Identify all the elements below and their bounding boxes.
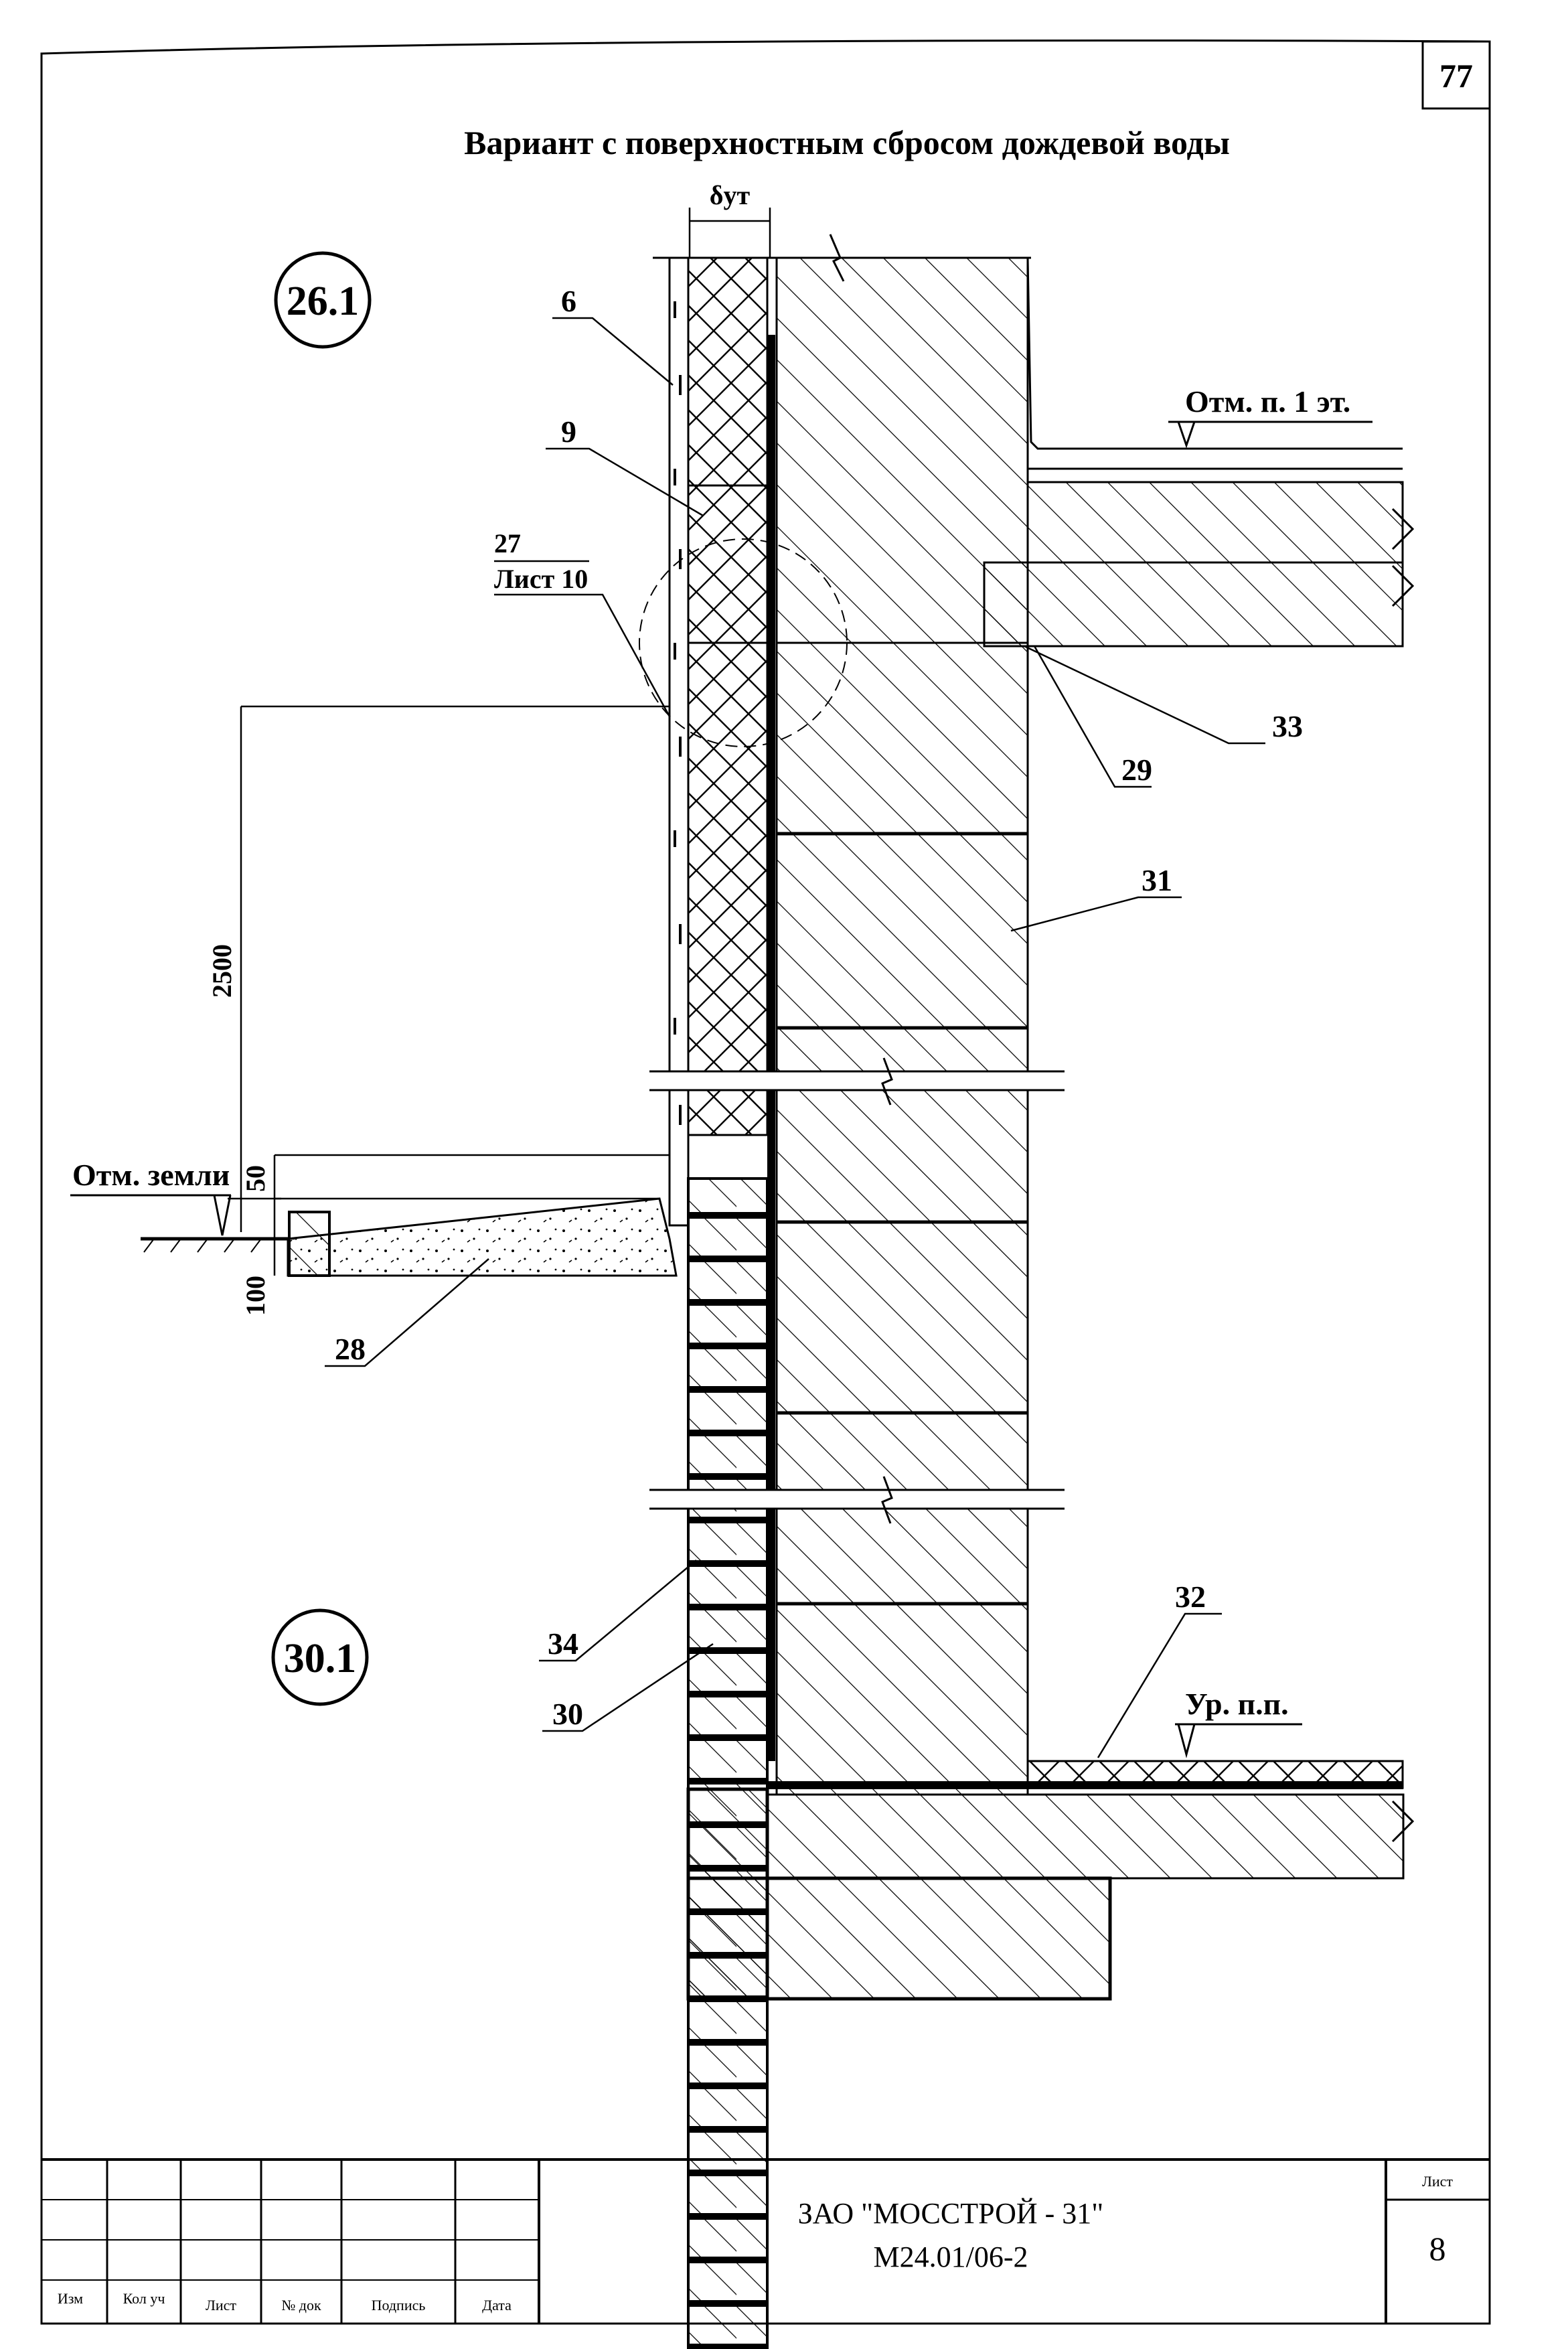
dimension-50: 50	[240, 1165, 270, 1192]
page-number: 77	[1439, 57, 1473, 94]
drawing-title: Вариант с поверхностным сбросом дождевой…	[464, 124, 1230, 161]
tb-col-sign: Подпись	[372, 2297, 426, 2314]
tb-company: ЗАО "МОССТРОЙ - 31"	[798, 2197, 1104, 2230]
dimension-2500: 2500	[207, 944, 237, 998]
waterproofing-strip	[767, 335, 775, 1761]
callout-31: 31	[1142, 863, 1172, 897]
sheet-frame: 77	[40, 39, 1491, 2325]
floor-beam-33	[983, 561, 1404, 648]
detail-mark-lower-label: 30.1	[284, 1636, 357, 1681]
callout-28: 28	[335, 1332, 366, 1366]
wall-section	[639, 234, 1415, 2349]
level-floor1: Отм. п. 1 эт.	[1168, 384, 1373, 449]
foundation-wall	[686, 1787, 769, 2001]
callout-27: 27	[494, 528, 521, 558]
callout-29: 29	[1121, 753, 1152, 787]
curb-stone	[288, 1211, 331, 1277]
callout-6: 6	[561, 284, 576, 318]
basement-slab	[766, 1793, 1405, 1880]
callout-30: 30	[552, 1697, 583, 1731]
tb-code: М24.01/06-2	[874, 2241, 1028, 2273]
dimension-lines	[221, 208, 771, 1276]
level-ground-label: Отм. земли	[72, 1158, 230, 1192]
callout-9: 9	[561, 414, 576, 449]
break-lines	[649, 234, 1065, 1524]
level-ground: Отм. земли	[70, 1158, 232, 1236]
tb-col-kol: Кол уч	[123, 2290, 165, 2307]
floor-slab-1	[1026, 481, 1404, 564]
callout-33: 33	[1272, 709, 1303, 743]
level-basement-label: Ур. п.п.	[1185, 1687, 1289, 1721]
tb-sheet-number: 8	[1429, 2230, 1446, 2267]
dimension-100: 100	[240, 1276, 270, 1316]
render-marks	[674, 301, 682, 1125]
detail-mark-upper-label: 26.1	[287, 279, 360, 324]
callout-27-sheet: Лист 10	[494, 564, 588, 594]
title-block	[42, 2158, 1490, 2324]
tb-col-izm: Изм	[58, 2290, 83, 2307]
tb-sheet-label: Лист	[1422, 2173, 1453, 2190]
tb-col-date: Дата	[482, 2297, 512, 2314]
thickness-label: δут	[710, 180, 751, 210]
brick-plinth	[687, 1177, 769, 2349]
insulation-layer	[687, 256, 769, 1136]
block-joints	[777, 832, 1028, 1606]
detail-circle-27	[639, 538, 848, 747]
level-basement: Ур. п.п.	[1175, 1687, 1302, 1758]
detail-mark-lower: 30.1	[271, 1608, 369, 1706]
page-number-box	[1421, 40, 1491, 110]
tb-col-list: Лист	[206, 2297, 236, 2314]
callout-34: 34	[548, 1626, 578, 1661]
block-wall	[775, 641, 1029, 1796]
callout-leaders	[325, 317, 1265, 1758]
blind-area	[141, 1197, 678, 1277]
level-floor1-label: Отм. п. 1 эт.	[1185, 384, 1350, 419]
callout-32: 32	[1175, 1580, 1206, 1614]
tb-col-doc: № док	[281, 2297, 321, 2314]
basement-waterproofing	[767, 1781, 1403, 1789]
detail-mark-upper: 26.1	[274, 251, 372, 349]
